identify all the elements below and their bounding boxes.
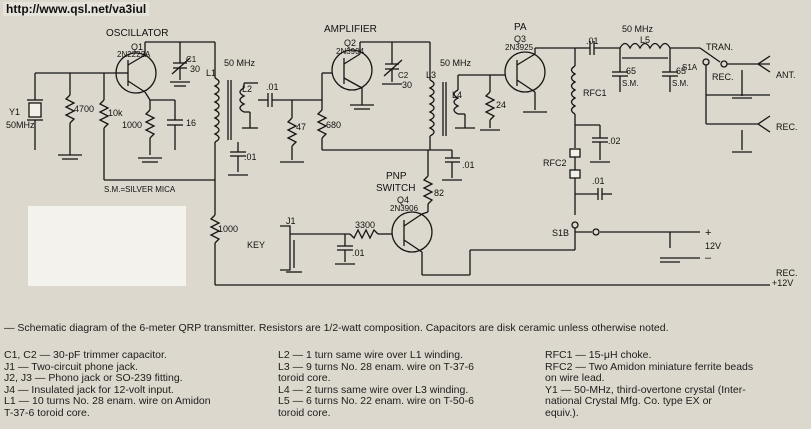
- schematic-labels: OSCILLATOR Q1 2N2222A AMPLIFIER Q2 2N390…: [6, 22, 798, 288]
- label-rfc2: RFC2: [543, 158, 567, 168]
- label-q4: Q4: [397, 195, 409, 205]
- label-j1: J1: [286, 216, 296, 226]
- parts-item: Y1 — 50-MHz, third-overtone crystal (Int…: [545, 383, 746, 396]
- label-key: KEY: [247, 240, 265, 250]
- label-c01-e: .01: [586, 36, 599, 46]
- label-q3: Q3: [514, 34, 526, 44]
- label-minus: –: [705, 252, 712, 264]
- label-c02: .02: [608, 136, 621, 146]
- parts-item: J1 — Two-circuit phone jack.: [4, 360, 139, 373]
- label-rec2: REC.: [776, 122, 798, 132]
- parts-item: RFC1 — 15-μH choke.: [545, 349, 652, 361]
- label-l3: L3: [426, 70, 436, 80]
- parts-item: C1, C2 — 30-pF trimmer capacitor.: [4, 349, 167, 361]
- label-sm-b: S.M.: [672, 79, 688, 88]
- label-plus: +: [705, 227, 711, 239]
- label-r47: 47: [296, 122, 306, 132]
- parts-item: national Crystal Mfg. Co. type EX or: [545, 395, 712, 408]
- label-sm-note: S.M.=SILVER MICA: [104, 185, 176, 194]
- parts-item: equiv.).: [545, 406, 579, 419]
- parts-list-col2: L2 — 1 turn same wire over L1 winding. L…: [278, 349, 540, 420]
- label-c1: C1: [186, 55, 197, 64]
- label-r4700: 4700: [74, 104, 94, 114]
- label-c65a: 65: [626, 66, 636, 76]
- label-l2: L2: [242, 84, 252, 94]
- label-oscillator: OSCILLATOR: [106, 28, 168, 39]
- parts-item: J2, J3 — Phono jack or SO-239 fitting.: [4, 372, 183, 385]
- label-c65b: 65: [676, 66, 686, 76]
- label-c1-val: 30: [190, 64, 200, 74]
- label-q1: Q1: [131, 42, 143, 52]
- parts-item: L4 — 2 turns same wire over L3 winding.: [278, 383, 469, 396]
- parts-item: L2 — 1 turn same wire over L1 winding.: [278, 349, 464, 361]
- label-r82: 82: [434, 188, 444, 198]
- label-l5: L5: [640, 35, 650, 45]
- label-l3-freq: 50 MHz: [440, 58, 472, 68]
- label-q4-type: 2N3906: [390, 204, 419, 213]
- label-r3300: 3300: [355, 220, 375, 230]
- label-12v: 12V: [705, 241, 721, 251]
- label-rec3: REC.: [776, 268, 798, 278]
- label-r1000b: 1000: [218, 224, 238, 234]
- label-l5-freq: 50 MHz: [622, 24, 654, 34]
- parts-item: J4 — Insulated jack for 12-volt input.: [4, 383, 174, 396]
- label-pnp: PNP: [386, 171, 407, 182]
- label-r10k: 10k: [108, 108, 123, 118]
- label-r24: 24: [496, 100, 506, 110]
- label-sm-a: S.M.: [622, 79, 638, 88]
- parts-item: toroid core.: [278, 372, 331, 385]
- blank-patch: [28, 206, 186, 286]
- label-s1a: S1A: [682, 63, 698, 72]
- label-y1: Y1: [9, 107, 20, 117]
- label-tran: TRAN.: [706, 42, 733, 52]
- label-plus12v: +12V: [772, 278, 793, 288]
- label-c01-f: .01: [592, 176, 605, 186]
- caption-title: — Schematic diagram of the 6-meter QRP t…: [4, 322, 669, 334]
- label-l1: L1: [206, 68, 216, 78]
- parts-list-col1: C1, C2 — 30-pF trimmer capacitor. J1 — T…: [4, 349, 274, 420]
- label-pa: PA: [514, 22, 527, 33]
- label-switch: SWITCH: [376, 183, 415, 194]
- label-c2-val: 30: [402, 80, 412, 90]
- parts-list-col3: RFC1 — 15-μH choke. RFC2 — Two Amidon mi…: [545, 349, 807, 420]
- label-q2-type: 2N3904: [336, 47, 365, 56]
- label-amplifier: AMPLIFIER: [324, 24, 377, 35]
- label-c16: 16: [186, 118, 196, 128]
- label-rec1: REC.: [712, 72, 734, 82]
- parts-item: L5 — 6 turns No. 22 enam. wire on T-50-6: [278, 395, 474, 408]
- parts-item: L1 — 10 turns No. 28 enam. wire on Amido…: [4, 395, 211, 408]
- source-url: http://www.qsl.net/va3iul: [3, 2, 150, 16]
- label-q2: Q2: [344, 38, 356, 48]
- parts-item: T-37-6 toroid core.: [4, 406, 90, 419]
- parts-item: toroid core.: [278, 406, 331, 419]
- label-rfc1: RFC1: [583, 88, 607, 98]
- label-q3-type: 2N3925: [505, 43, 534, 52]
- label-c01-b: .01: [244, 152, 257, 162]
- label-l4: L4: [452, 90, 462, 100]
- parts-item: on wire lead.: [545, 372, 605, 385]
- schematic-wiring: [27, 41, 771, 286]
- label-s1b: S1B: [552, 228, 569, 238]
- label-c01-c: .01: [462, 160, 475, 170]
- parts-item: L3 — 9 turns No. 28 enam. wire on T-37-6: [278, 360, 474, 373]
- parts-item: RFC2 — Two Amidon miniature ferrite bead…: [545, 360, 754, 373]
- label-r1000a: 1000: [122, 120, 142, 130]
- label-c2: C2: [398, 71, 409, 80]
- label-q1-type: 2N2222A: [117, 50, 151, 59]
- label-c01-d: .01: [352, 248, 365, 258]
- label-ant: ANT.: [776, 70, 796, 80]
- label-c01-a: .01: [266, 82, 279, 92]
- label-r680: 680: [326, 120, 341, 130]
- label-l1-freq: 50 MHz: [224, 58, 256, 68]
- label-y1-freq: 50MHz: [6, 120, 35, 130]
